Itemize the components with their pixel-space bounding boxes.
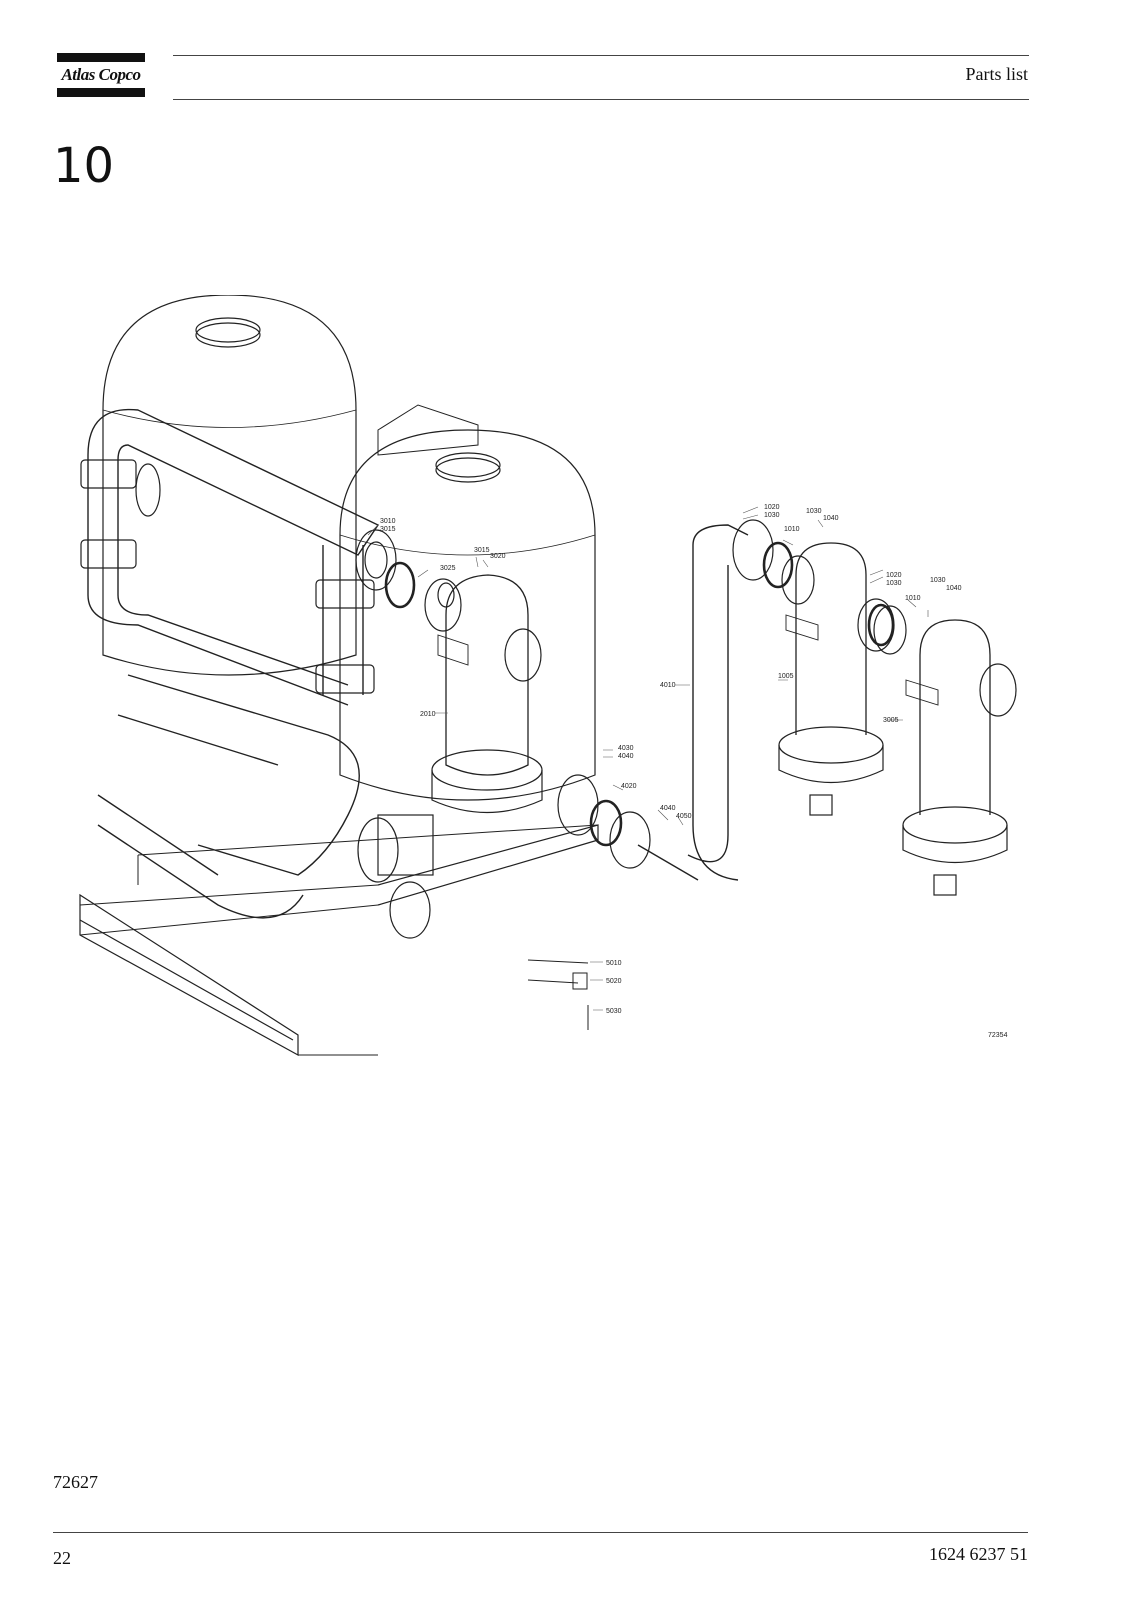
callout-3010: 3010 — [380, 518, 396, 525]
callout-1030b: 1030 — [806, 508, 822, 515]
callout-1020b: 1020 — [886, 572, 902, 579]
exploded-view-drawing: 1020 1030 1030 1040 1010 1005 1020 1030 … — [78, 294, 1038, 1085]
atlas-copco-logo: Atlas Copco — [57, 53, 145, 97]
callout-5030: 5030 — [606, 1008, 622, 1015]
callout-1030: 1030 — [764, 512, 780, 519]
callout-4040: 4040 — [618, 753, 634, 760]
page-number: 22 — [53, 1548, 71, 1568]
callout-4020: 4020 — [621, 783, 637, 790]
callout-3015: 3015 — [380, 526, 396, 533]
callout-3005: 3005 — [883, 717, 899, 724]
callout-3015b: 3015 — [474, 547, 490, 554]
logo-bar-top — [57, 53, 145, 62]
exploded-view-svg: 1020 1030 1030 1040 1010 1005 1020 1030 … — [79, 294, 1017, 1057]
drawing-number: 72354 — [988, 1032, 1008, 1039]
callout-4040b: 4040 — [660, 805, 676, 812]
callout-3020: 3020 — [490, 553, 506, 560]
footer-rule — [53, 1532, 1028, 1533]
callout-1005: 1005 — [778, 673, 794, 680]
document-number: 1624 6237 51 — [929, 1544, 1028, 1564]
chapter-number: 10 — [53, 138, 115, 194]
header-rule-top — [173, 55, 1029, 56]
callout-5010: 5010 — [606, 960, 622, 967]
callout-leaders — [367, 506, 929, 1011]
callout-1030d: 1030 — [930, 577, 946, 584]
callout-1020: 1020 — [764, 504, 780, 511]
callout-labels: 1020 1030 1030 1040 1010 1005 1020 1030 … — [380, 504, 1008, 1039]
logo-bar-bottom — [57, 88, 145, 97]
section-title: Parts list — [965, 64, 1028, 84]
logo-wordmark: Atlas Copco — [61, 65, 141, 84]
callout-4050: 4050 — [676, 813, 692, 820]
callout-1010b: 1010 — [905, 595, 921, 602]
callout-4030: 4030 — [618, 745, 634, 752]
callout-1040: 1040 — [823, 515, 839, 522]
callout-2010: 2010 — [420, 711, 436, 718]
header-rule-bottom — [173, 99, 1029, 100]
callout-1010: 1010 — [784, 526, 800, 533]
callout-5020: 5020 — [606, 978, 622, 985]
callout-4010: 4010 — [660, 682, 676, 689]
callout-3025: 3025 — [440, 565, 456, 572]
callout-1040b: 1040 — [946, 585, 962, 592]
callout-1030c: 1030 — [886, 580, 902, 587]
figure-code: 72627 — [53, 1472, 98, 1492]
drawing-lines — [79, 294, 1017, 1057]
